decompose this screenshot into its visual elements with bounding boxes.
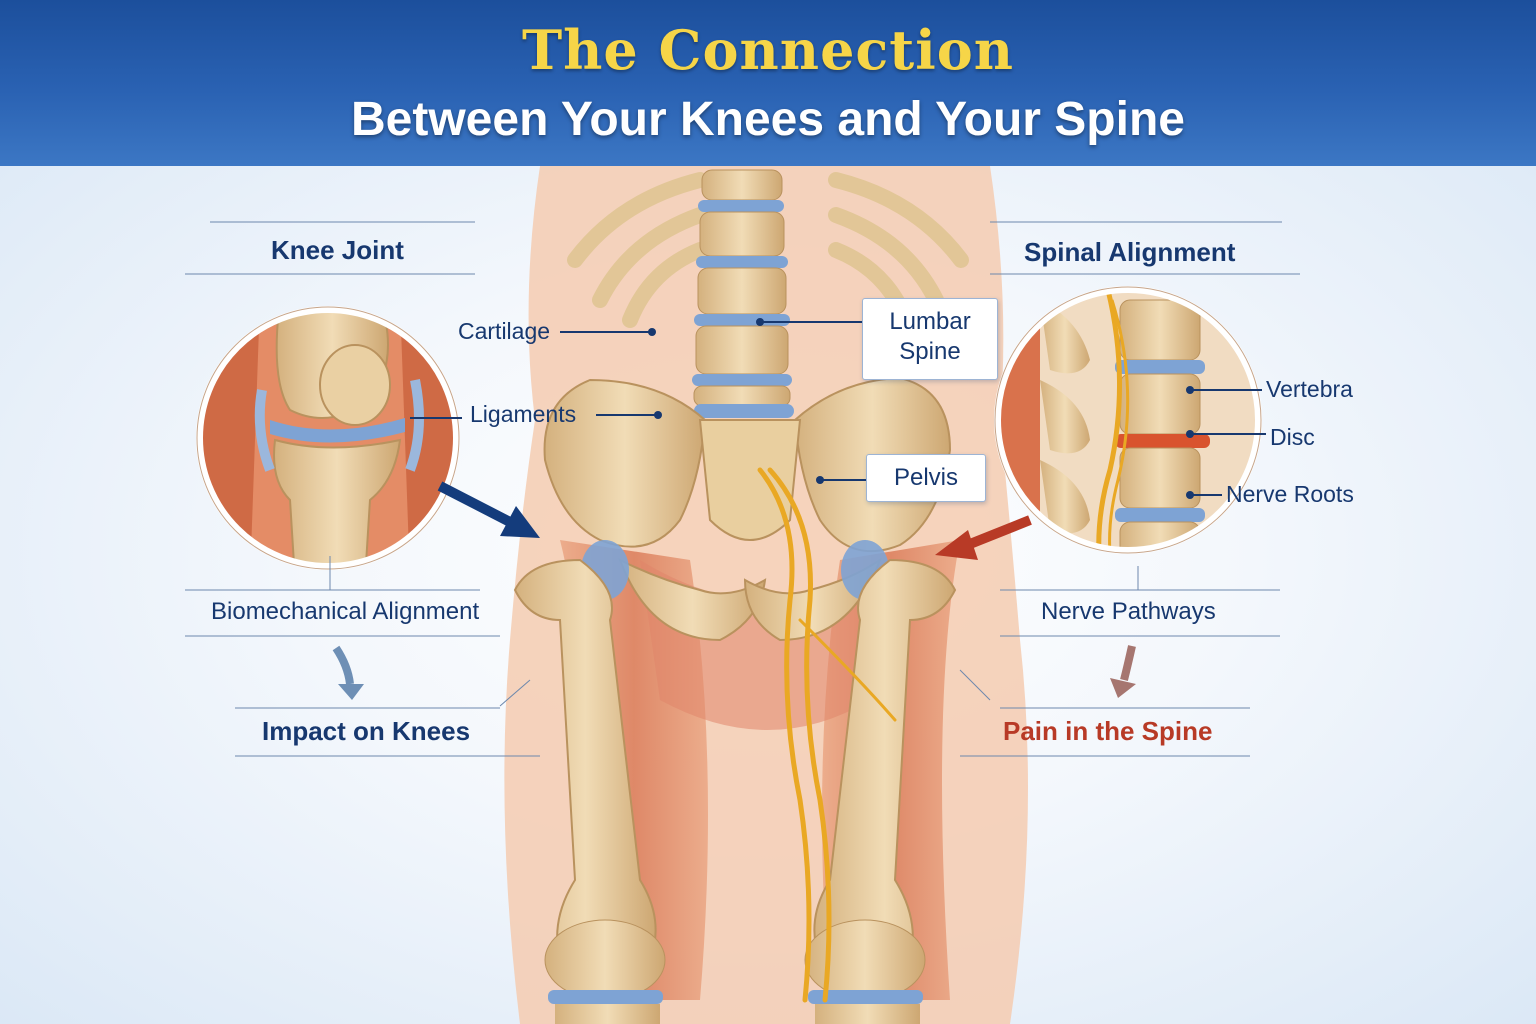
spine-inset	[994, 286, 1262, 554]
red-arrow	[935, 515, 1032, 560]
femur-bones	[513, 558, 957, 1024]
vertebra-callout: Vertebra	[1266, 376, 1353, 402]
lumbar-spine-line1: Lumbar	[889, 308, 971, 335]
spinal-alignment-heading: Spinal Alignment	[1024, 237, 1236, 267]
pain-in-spine-label: Pain in the Spine	[1003, 716, 1213, 746]
knee-inset	[196, 306, 460, 570]
disc-callout: Disc	[1270, 424, 1315, 450]
nerve-pathways-label: Nerve Pathways	[1041, 598, 1216, 625]
biomechanical-alignment-label: Biomechanical Alignment	[211, 598, 480, 625]
pelvis-callout: Pelvis	[866, 454, 986, 502]
header-banner: The Connection Between Your Knees and Yo…	[0, 0, 1536, 166]
title-line-2: Between Your Knees and Your Spine	[351, 93, 1185, 146]
nerve-roots-callout: Nerve Roots	[1226, 481, 1354, 507]
callout-leaders	[410, 321, 1266, 496]
down-arrow-right	[1110, 645, 1136, 698]
lumbar-spine	[692, 169, 794, 418]
callout-dots	[648, 318, 1194, 499]
guide-lines	[185, 221, 1300, 757]
knee-joint-heading: Knee Joint	[271, 235, 404, 265]
title-line-1: The Connection	[521, 18, 1015, 82]
blue-arrow	[437, 481, 540, 538]
lumbar-spine-line2: Spine	[899, 338, 961, 365]
ligaments-callout: Ligaments	[470, 401, 577, 427]
sciatic-nerve	[757, 467, 897, 1003]
cartilage-callout: Cartilage	[458, 318, 551, 344]
lumbar-spine-callout: Lumbar Spine	[862, 298, 998, 380]
impact-on-knees-label: Impact on Knees	[262, 716, 471, 746]
down-arrow-left	[332, 645, 364, 700]
